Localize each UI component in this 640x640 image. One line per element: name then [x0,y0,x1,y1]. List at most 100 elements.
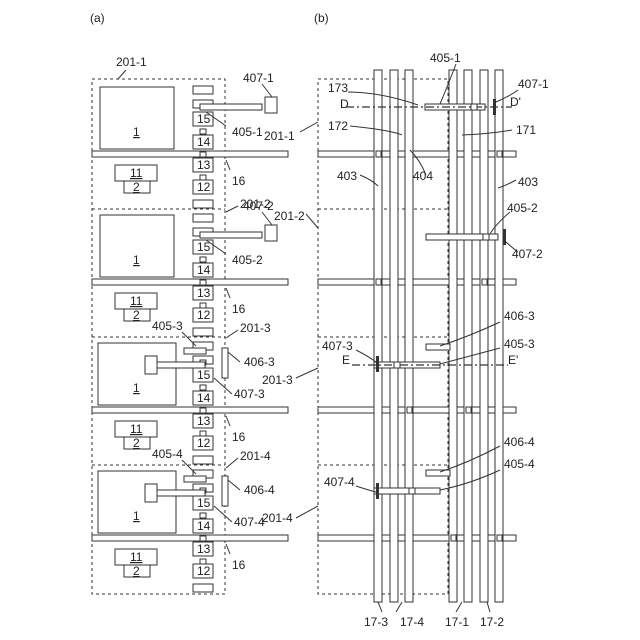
contact [200,280,206,285]
contact [200,559,206,564]
wire-contact [497,535,502,541]
leader [226,206,238,212]
conn-406-4 [426,470,450,476]
line-405-4 [374,488,440,494]
leader [214,506,232,522]
photodiode-label: 1 [133,509,140,523]
bottom-pad [193,200,213,208]
tr-12-label: 12 [197,436,211,450]
label-17-1: 17-1 [445,615,469,629]
region-label: 201-4 [240,449,271,463]
line-label: 405-1 [232,125,263,139]
leader [118,70,126,79]
signal-line [157,362,205,368]
conn-riser [222,348,228,378]
contact [200,536,206,541]
column-line-17-3 [374,70,382,602]
amp-upper-label: 11 [130,550,143,564]
leader [228,480,240,490]
pad [145,356,157,374]
label-403-right: 403 [518,175,538,189]
tr-13-label: 13 [197,286,211,300]
photodiode [100,215,174,277]
pad-407-2 [503,229,506,245]
wire-contact [451,535,456,541]
label-405-4-b: 405-4 [504,457,535,471]
leader [226,544,230,554]
tr-14-label: 14 [197,519,211,533]
contact [200,129,206,134]
leader [228,352,240,362]
leader [226,288,230,298]
column-line-17-2b [495,70,503,602]
via [471,104,477,110]
wire-16 [92,151,288,157]
pad [265,97,277,113]
cell-2: 111215141312407-2405-2201-216 [92,197,288,336]
label-403-left: 403 [337,169,357,183]
pad [145,484,157,502]
region-label: 201-3 [240,321,271,335]
wire-16 [92,535,288,541]
region-label: 201-2 [240,197,271,211]
column-line-17-4b [405,70,413,602]
wire-label: 16 [232,174,246,188]
wire-contact [376,151,381,157]
tr-12-label: 12 [197,180,211,194]
via [483,234,489,240]
label-201-2-b: 201-2 [274,209,305,223]
amp-lower-label: 2 [133,180,140,194]
contact [200,257,206,262]
bottom-pad [193,328,213,336]
wire-contact [482,279,487,285]
label-17-3: 17-3 [364,615,388,629]
label-407-3-b: 407-3 [322,339,353,353]
label-406-3-b: 406-3 [504,309,535,323]
tr-15-label: 15 [197,496,211,510]
label-404: 404 [413,169,433,183]
bottom-pad [193,584,213,592]
label-D: D [340,97,349,111]
photodiode-label: 1 [133,253,140,267]
contact [200,513,206,518]
conn [184,348,206,354]
tr-15-label: 15 [197,368,211,382]
wire-contact [407,407,412,413]
amp-upper-label: 11 [130,294,143,308]
pad-407-3 [376,356,379,372]
panel-b-label: (b) [314,11,329,25]
label-405-1: 405-1 [430,51,461,65]
amp-upper-label: 11 [130,166,143,180]
conn [184,476,206,482]
conn-riser [222,476,228,506]
wire-label: 16 [232,302,246,316]
top-pad [193,214,213,222]
via [409,488,415,494]
label-407-2: 407-2 [512,247,543,261]
column-lines [374,70,503,602]
column-line-17-4a [390,70,398,602]
wire-16 [92,407,288,413]
wire-contact [376,279,381,285]
tr-13-label: 13 [197,414,211,428]
leader [262,212,272,225]
pad-label: 407-3 [234,387,265,401]
label-E: E [342,353,350,367]
photodiode-label: 1 [133,125,140,139]
label-406-4-b: 406-4 [504,435,535,449]
leader [226,160,230,170]
contact [200,152,206,157]
photodiode [100,87,174,149]
tr-14-label: 14 [197,135,211,149]
label-201-1-b: 201-1 [264,129,295,143]
label-407-4-b: 407-4 [324,475,355,489]
amp-upper-label: 11 [130,422,143,436]
amp-lower-label: 2 [133,308,140,322]
contact [200,175,206,180]
photodiode-outline [98,343,176,405]
tr-14-label: 14 [197,391,211,405]
conn-label: 406-4 [244,483,275,497]
label-17-4: 17-4 [400,615,424,629]
label-407-1: 407-1 [518,77,549,91]
signal-line [200,104,262,110]
